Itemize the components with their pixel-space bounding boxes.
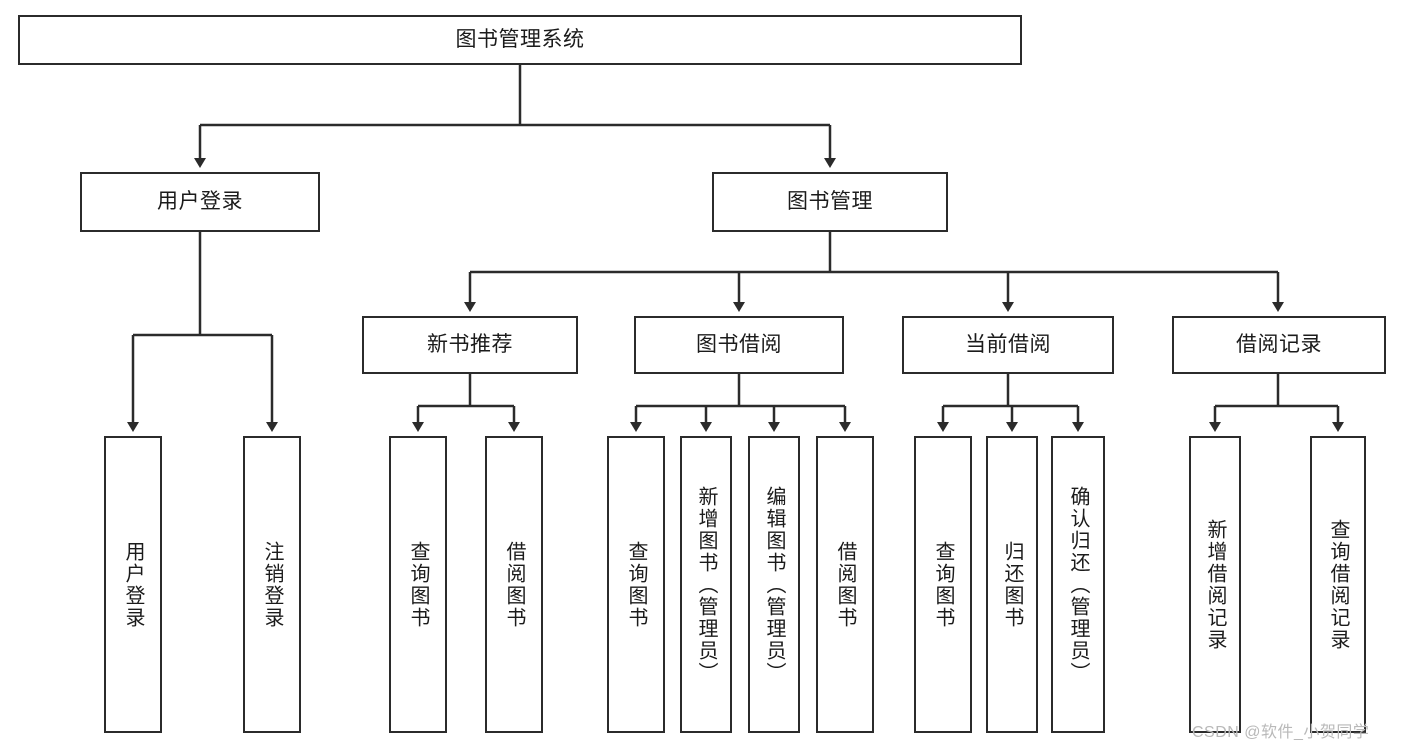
leaf-book-borrow-1[interactable]: 新增图书（管理员） [680,436,732,733]
leaf-borrow-record-1[interactable]: 查询借阅记录 [1310,436,1366,733]
leaf-current-borrow-0[interactable]: 查询图书 [914,436,972,733]
node-book-borrow[interactable]: 图书借阅 [634,316,844,374]
node-root[interactable]: 图书管理系统 [18,15,1022,65]
node-new-book-recommend-label: 新书推荐 [427,333,513,357]
leaf-current-borrow-1-label: 归还图书 [1001,540,1023,629]
leaf-book-borrow-3[interactable]: 借阅图书 [816,436,874,733]
leaf-book-borrow-3-label: 借阅图书 [834,540,856,629]
leaf-borrow-record-0-label: 新增借阅记录 [1204,518,1226,651]
leaf-current-borrow-1[interactable]: 归还图书 [986,436,1038,733]
node-new-book-recommend[interactable]: 新书推荐 [362,316,578,374]
node-current-borrow[interactable]: 当前借阅 [902,316,1114,374]
leaf-current-borrow-0-label: 查询图书 [932,540,954,629]
node-book-management-label: 图书管理 [787,190,873,214]
leaf-user-login-1-label: 注销登录 [261,540,283,629]
leaf-user-login-1[interactable]: 注销登录 [243,436,301,733]
node-user-login-label: 用户登录 [157,190,243,214]
leaf-book-borrow-1-label: 新增图书（管理员） [695,485,717,684]
leaf-borrow-record-1-label: 查询借阅记录 [1327,518,1349,651]
leaf-new-book-recommend-1-label: 借阅图书 [503,540,525,629]
leaf-borrow-record-0[interactable]: 新增借阅记录 [1189,436,1241,733]
leaf-book-borrow-2-label: 编辑图书（管理员） [763,485,785,684]
node-book-management[interactable]: 图书管理 [712,172,948,232]
leaf-new-book-recommend-0[interactable]: 查询图书 [389,436,447,733]
node-borrow-record-label: 借阅记录 [1236,333,1322,357]
node-user-login[interactable]: 用户登录 [80,172,320,232]
node-book-borrow-label: 图书借阅 [696,333,782,357]
node-root-label: 图书管理系统 [455,28,585,52]
leaf-user-login-0[interactable]: 用户登录 [104,436,162,733]
leaf-new-book-recommend-1[interactable]: 借阅图书 [485,436,543,733]
leaf-current-borrow-2-label: 确认归还（管理员） [1067,485,1089,684]
leaf-new-book-recommend-0-label: 查询图书 [407,540,429,629]
leaf-book-borrow-0-label: 查询图书 [625,540,647,629]
node-current-borrow-label: 当前借阅 [965,333,1051,357]
node-borrow-record[interactable]: 借阅记录 [1172,316,1386,374]
leaf-book-borrow-0[interactable]: 查询图书 [607,436,665,733]
leaf-current-borrow-2[interactable]: 确认归还（管理员） [1051,436,1105,733]
connector-lines [127,65,1344,432]
leaf-user-login-0-label: 用户登录 [122,540,144,629]
leaf-book-borrow-2[interactable]: 编辑图书（管理员） [748,436,800,733]
